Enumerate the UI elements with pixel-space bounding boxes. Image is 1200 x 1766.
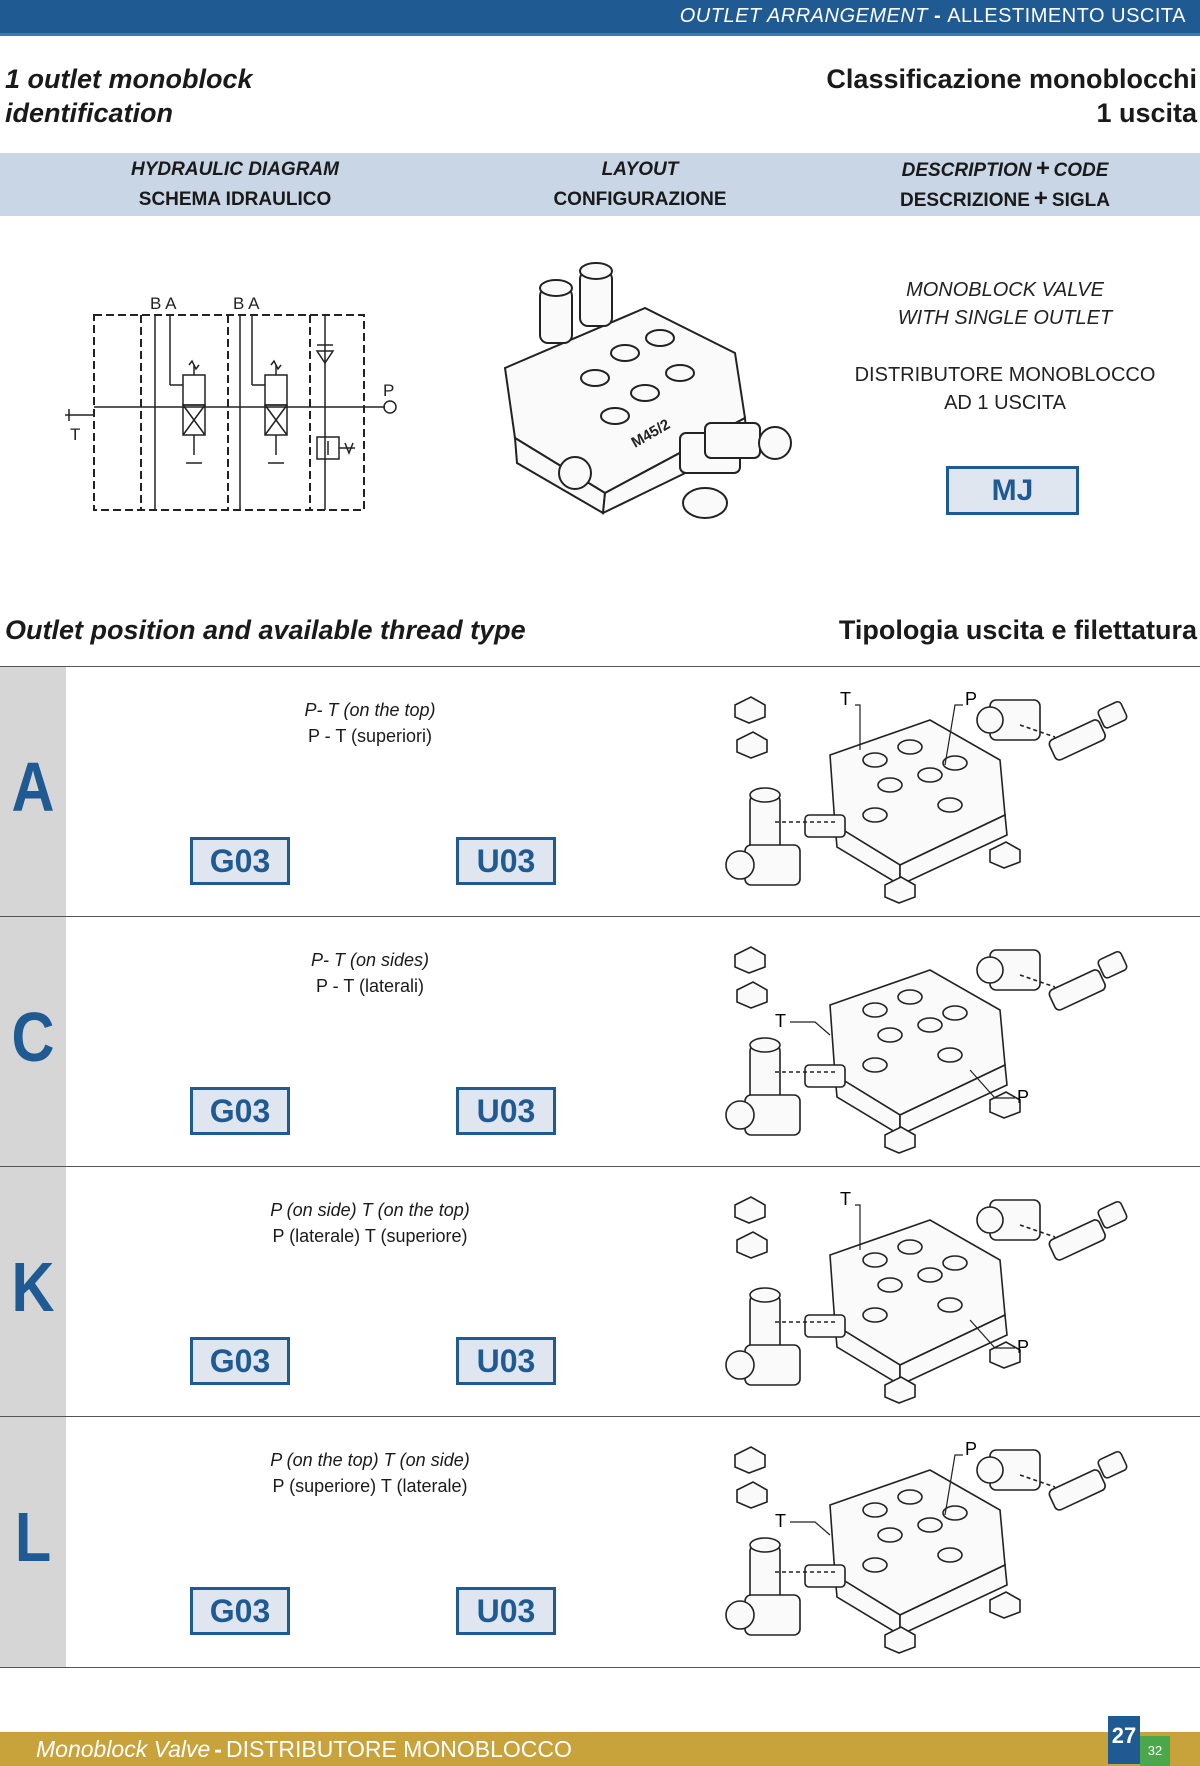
row-letter-band	[0, 667, 66, 917]
diagram-label-t: T	[70, 425, 80, 444]
footer-separator: -	[214, 1736, 222, 1762]
column-description-en-a: DESCRIPTION	[901, 160, 1032, 181]
row-description: P (on the top) T (on side) P (superiore)…	[170, 1447, 570, 1499]
description-en-line2: WITH SINGLE OUTLET	[897, 307, 1113, 329]
column-layout-it: CONFIGURAZIONE	[553, 189, 727, 210]
page-title-it-line2: 1 uscita	[1096, 98, 1197, 128]
description-it-line2: AD 1 USCITA	[944, 392, 1066, 414]
row-description-it: P - T (laterali)	[315, 976, 425, 996]
outlet-row-k: K P (on side) T (on the top) P (laterale…	[0, 1166, 1200, 1417]
footer-title-it: DISTRIBUTORE MONOBLOCCO	[225, 1736, 572, 1762]
port-label-t: T	[775, 1011, 786, 1031]
footer-title-en: Monoblock Valve	[36, 1736, 211, 1762]
port-label-p: P	[965, 689, 977, 709]
row-description-it: P (superiore) T (laterale)	[272, 1476, 468, 1496]
code-box-g03: G03	[190, 1587, 290, 1635]
row-description-en: P (on side) T (on the top)	[270, 1200, 470, 1220]
row-description: P- T (on sides) P - T (laterali)	[170, 947, 570, 999]
column-hydraulic-diagram: HYDRAULIC DIAGRAM SCHEMA IDRAULICO	[100, 153, 370, 216]
top-banner: OUTLET ARRANGEMENT-ALLESTIMENTO USCITA	[0, 0, 1200, 36]
port-label-t: T	[840, 1189, 851, 1209]
section-title-it: Tipologia uscita e filettatura	[838, 615, 1197, 645]
column-header-band: HYDRAULIC DIAGRAM SCHEMA IDRAULICO LAYOU…	[0, 153, 1200, 216]
row-letter-band	[0, 1417, 66, 1667]
code-box-g03: G03	[190, 837, 290, 885]
row-letter-band	[0, 917, 66, 1167]
exploded-valve-illustration: T P	[725, 1189, 1129, 1404]
exploded-valve-illustration: T P	[725, 946, 1129, 1154]
code-box-g03: G03	[190, 1087, 290, 1135]
row-letter: L	[14, 1498, 52, 1576]
column-hydraulic-it: SCHEMA IDRAULICO	[138, 189, 332, 210]
row-description-en: P (on the top) T (on side)	[270, 1450, 470, 1470]
column-description-en: DESCRIPTION+CODE	[860, 155, 1150, 183]
column-layout-en: LAYOUT	[601, 159, 679, 180]
column-hydraulic-en: HYDRAULIC DIAGRAM	[131, 159, 339, 180]
column-description-it: DESCRIZIONE+SIGLA	[860, 185, 1150, 213]
column-description-it-b: SIGLA	[1051, 190, 1110, 211]
diagram-label-ba2: B A	[233, 294, 260, 313]
row-description-it: P - T (superiori)	[307, 726, 433, 746]
layout-valve-illustration: M45/2	[503, 262, 792, 519]
code-box-u03: U03	[456, 1337, 556, 1385]
page-title-it: Classificazione monoblocchi 1 uscita	[597, 62, 1197, 130]
row-description-en: P- T (on sides)	[310, 950, 430, 970]
port-label-t: T	[840, 689, 851, 709]
row-letter: K	[11, 1248, 55, 1326]
plus-icon: +	[1035, 155, 1050, 182]
hydraulic-diagram: B A B A P T	[65, 294, 397, 511]
column-layout: LAYOUT CONFIGURAZIONE	[500, 153, 780, 216]
row-description: P (on side) T (on the top) P (laterale) …	[170, 1197, 570, 1249]
page-title-en-line1: 1 outlet monoblock	[5, 64, 253, 94]
description-en-line1: MONOBLOCK VALVE	[906, 279, 1104, 301]
row-letter: A	[11, 748, 55, 826]
row-letter-band	[0, 1167, 66, 1417]
port-label-p: P	[1017, 1087, 1029, 1107]
plus-icon: +	[1033, 185, 1048, 212]
row-description-en: P- T (on the top)	[304, 700, 436, 720]
page-number: 27	[1108, 1716, 1140, 1764]
description-it: DISTRIBUTORE MONOBLOCCO AD 1 USCITA	[840, 361, 1170, 417]
column-description-it-a: DESCRIZIONE	[900, 190, 1030, 211]
page-title-en: 1 outlet monoblock identification	[5, 62, 253, 130]
banner-title-it: ALLESTIMENTO USCITA	[947, 5, 1186, 27]
row-description-it: P (laterale) T (superiore)	[272, 1226, 468, 1246]
code-box-u03: U03	[456, 1087, 556, 1135]
code-box-g03: G03	[190, 1337, 290, 1385]
page-sub-number: 32	[1140, 1736, 1170, 1766]
column-description-en-b: CODE	[1053, 160, 1109, 181]
code-box-u03: U03	[456, 837, 556, 885]
row-description: P- T (on the top) P - T (superiori)	[170, 697, 570, 749]
port-label-t: T	[775, 1511, 786, 1531]
description-it-line1: DISTRIBUTORE MONOBLOCCO	[854, 364, 1156, 386]
description-en: MONOBLOCK VALVE WITH SINGLE OUTLET	[840, 276, 1170, 332]
outlet-row-l: L P (on the top) T (on side) P (superior…	[0, 1416, 1200, 1668]
description-code-box: MJ	[946, 466, 1079, 515]
outlet-row-a: A P- T (on the top) P - T (superiori) G0…	[0, 666, 1200, 917]
diagram-label-p: P	[383, 381, 394, 400]
port-label-p: P	[965, 1439, 977, 1459]
section-title-en: Outlet position and available thread typ…	[5, 615, 526, 645]
page-title-en-line2: identification	[5, 98, 173, 128]
exploded-valve-illustration: T P	[725, 689, 1129, 904]
page-title-it-line1: Classificazione monoblocchi	[826, 64, 1197, 94]
outlet-row-c: C P- T (on sides) P - T (laterali) G03 U…	[0, 916, 1200, 1167]
exploded-valve-illustration: T P	[725, 1439, 1129, 1654]
diagram-label-ba1: B A	[150, 294, 177, 313]
port-label-p: P	[1017, 1337, 1029, 1357]
footer-text: Monoblock Valve-DISTRIBUTORE MONOBLOCCO	[36, 1736, 572, 1763]
column-description: DESCRIPTION+CODE DESCRIZIONE+SIGLA	[860, 153, 1150, 216]
code-box-u03: U03	[456, 1587, 556, 1635]
footer-band: Monoblock Valve-DISTRIBUTORE MONOBLOCCO	[0, 1732, 1200, 1766]
banner-separator: -	[934, 5, 942, 27]
row-letter: C	[11, 998, 55, 1076]
banner-text: OUTLET ARRANGEMENT-ALLESTIMENTO USCITA	[680, 5, 1186, 28]
banner-title-en: OUTLET ARRANGEMENT	[679, 5, 929, 27]
